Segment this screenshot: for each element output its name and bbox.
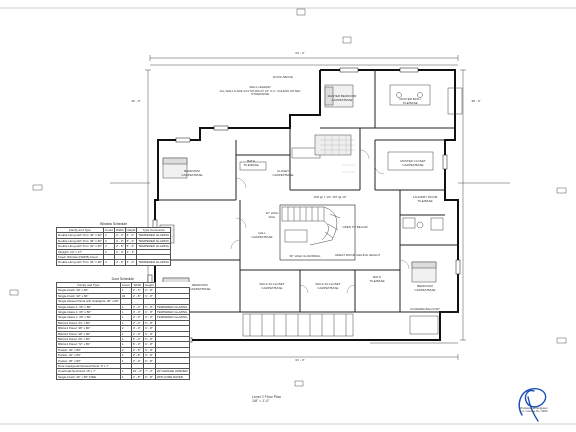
window-schedule-cell: 2' - 0"	[114, 248, 126, 255]
door-schedule-cell: TEMPERED GLAZING	[154, 308, 190, 316]
window-schedule-cell: Double Hung with Trim: 30" x 60"	[56, 243, 104, 250]
door-schedule-cell: W/ GARAGE OPENER	[154, 368, 190, 375]
dim-bottom: 64' - 0"	[295, 358, 305, 362]
door-schedule-cell: 2' - 8"	[130, 373, 145, 381]
window-schedule-title: Window Schedule	[99, 222, 128, 226]
sheet-border	[0, 7, 576, 425]
window-schedule-cell: TEMPERED GLAZING	[136, 243, 172, 250]
stair-note: 16R @ 7 1/4" 15T @ 10"	[313, 195, 347, 199]
door-schedule-cell: TEMPERED GLAZING	[154, 314, 190, 321]
staircase	[281, 206, 341, 246]
window-schedule-cell: 4	[102, 259, 116, 266]
window-schedule-cell: 3' - 0"	[114, 237, 126, 245]
dim-right: 38' - 0"	[471, 99, 481, 103]
door-schedule-cell: TEMPERED GLAZING	[154, 303, 190, 310]
window-schedule-header-cell: Count	[102, 226, 116, 234]
door-swings	[230, 149, 410, 294]
grid-markers	[9, 8, 567, 387]
door-schedule-cell: 1	[119, 373, 132, 381]
door-schedule-cell: Single-Flush: 32" x 80" FIRE	[56, 373, 121, 381]
door-schedule-header-cell: Count	[119, 281, 132, 289]
rail-note: 36" HIGH GUARDRAIL	[289, 254, 321, 258]
window-schedule-cell: Double Hung with Trim: 36" x 48"	[56, 259, 104, 266]
door-schedule-cell: WITH FIRE RATED	[154, 373, 190, 381]
window-schedule-header-cell: Width	[114, 226, 126, 234]
room-label-balcony: COVERED BALCONY	[409, 307, 440, 311]
door-schedule-cell: 6' - 8"	[143, 373, 156, 381]
sheet-title: Level 2 Floor Plan 1/8" = 1'-0"	[252, 395, 281, 404]
furniture	[159, 84, 463, 301]
window-schedule-cell: Double Hung with Trim: 36" x 60"	[56, 237, 104, 245]
window-schedule-cell: Double Hung with Trim: 36" x 60"	[56, 232, 104, 239]
door-schedule-title: Door Schedule	[111, 277, 135, 281]
window-schedule-cell: Fixed: Window (NWFB) Fixed	[56, 253, 104, 261]
window-schedule-cell: TEMPERED GLAZING	[136, 237, 172, 245]
window-schedule-cell: 3' - 0"	[114, 259, 126, 266]
window-schedule-cell: 2' - 6"	[114, 243, 126, 250]
engineer-signature-stamp	[518, 388, 547, 422]
door-schedule-header-cell: Height	[143, 281, 156, 289]
dim-top: 64' - 0"	[295, 51, 305, 55]
window-schedule-cell: TEMPERED GLAZING	[136, 259, 172, 266]
dim-left: 40' - 0"	[131, 99, 141, 103]
tile-hatching	[160, 135, 355, 237]
door-schedule-cell: 16' - 0"	[130, 368, 145, 375]
ceiling-note: GREAT ROOM CEILING HEIGHT	[335, 253, 381, 257]
covered-balcony	[242, 313, 458, 344]
window-schedule-cell: TEMPERED GLAZING	[136, 232, 172, 239]
dimension-lines	[110, 55, 510, 360]
window-schedule-header-cell: Height	[124, 226, 138, 234]
rail2-note: 42" HIGH RAIL	[265, 211, 279, 219]
room-label-open-below: OPEN TO BELOW	[342, 225, 368, 229]
window-schedule-cell: 3' - 0"	[114, 232, 126, 239]
window-schedule-cell: 4' - 0"	[124, 259, 138, 266]
door-schedule-cell: Single-Raised Panel with Sidelights: 36"…	[56, 298, 121, 305]
roof-note: ROOF ABOVE	[273, 75, 293, 79]
